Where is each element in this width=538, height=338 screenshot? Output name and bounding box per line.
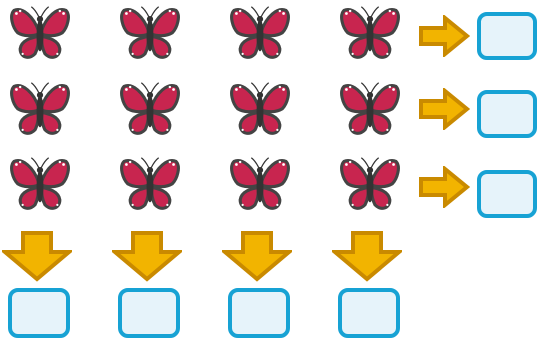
down-arrow-icon	[222, 230, 292, 282]
right-arrow-icon	[418, 88, 470, 130]
down-arrow-icon	[112, 230, 182, 282]
row-answer-box-2[interactable]	[477, 90, 537, 138]
right-arrow-icon	[418, 15, 470, 57]
column-answer-box-1[interactable]	[8, 288, 70, 338]
butterfly-icon	[339, 79, 401, 141]
butterfly-icon	[9, 154, 71, 216]
butterfly-icon	[339, 154, 401, 216]
row-answer-box-3[interactable]	[477, 170, 537, 218]
column-answer-box-2[interactable]	[118, 288, 180, 338]
butterfly-icon	[229, 154, 291, 216]
butterfly-icon	[9, 3, 71, 65]
butterfly-icon	[229, 79, 291, 141]
butterfly-icon	[9, 79, 71, 141]
butterfly-icon	[119, 154, 181, 216]
row-answer-box-1[interactable]	[477, 12, 537, 60]
butterfly-icon	[339, 3, 401, 65]
column-answer-box-3[interactable]	[228, 288, 290, 338]
butterfly-icon	[229, 3, 291, 65]
down-arrow-icon	[332, 230, 402, 282]
butterfly-icon	[119, 79, 181, 141]
column-answer-box-4[interactable]	[338, 288, 400, 338]
butterfly-icon	[119, 3, 181, 65]
down-arrow-icon	[2, 230, 72, 282]
right-arrow-icon	[418, 166, 470, 208]
